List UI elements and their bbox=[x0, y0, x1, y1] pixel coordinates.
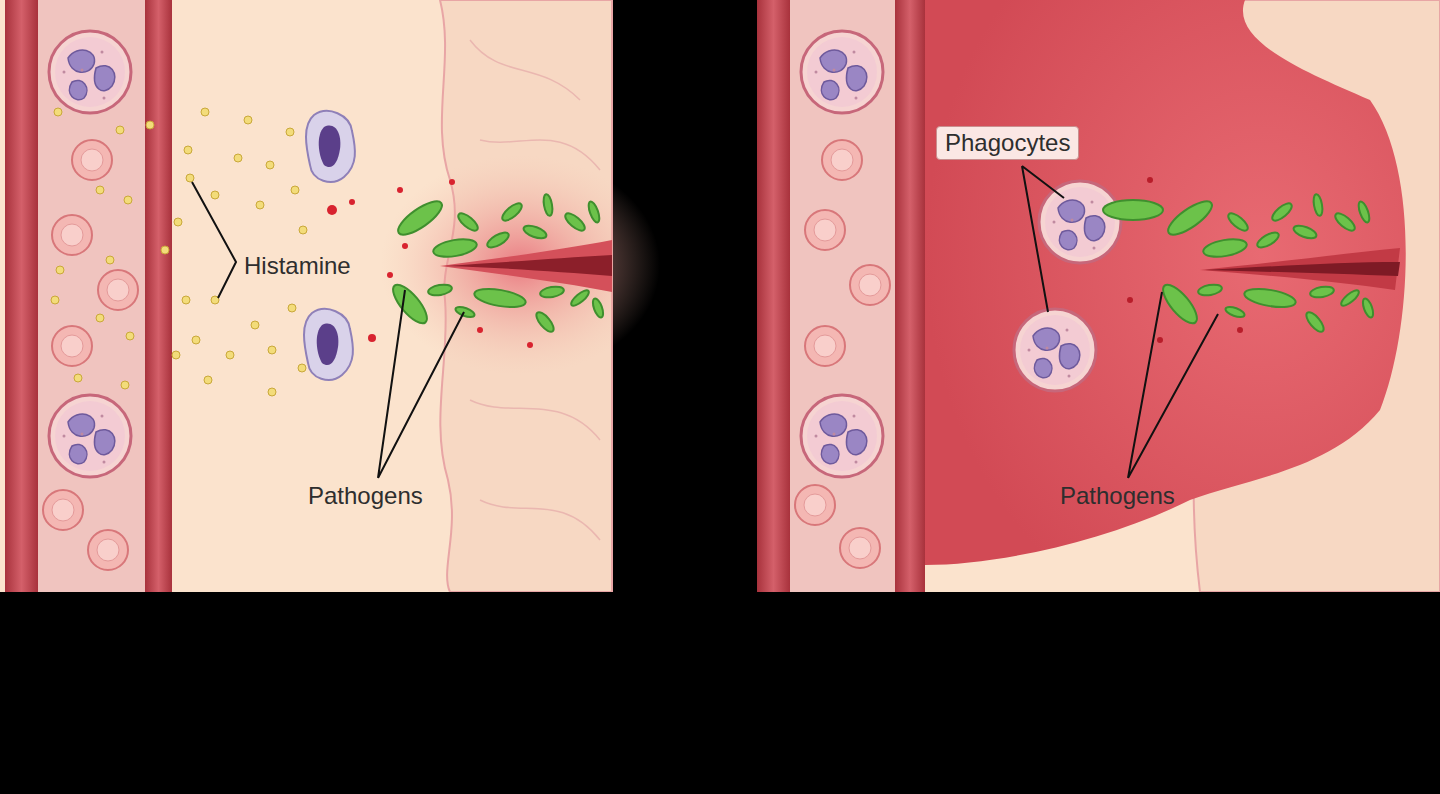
leader-lines bbox=[192, 182, 464, 478]
tissue-ground bbox=[0, 0, 612, 592]
part-label: Pathogens bbox=[308, 482, 423, 510]
cell-label: Phagocytes bbox=[936, 126, 1079, 160]
part-label: Pathogens bbox=[1060, 482, 1175, 510]
swelling bbox=[925, 0, 1406, 565]
vessel-wall bbox=[5, 0, 38, 592]
part-label: Histamine bbox=[244, 252, 351, 280]
